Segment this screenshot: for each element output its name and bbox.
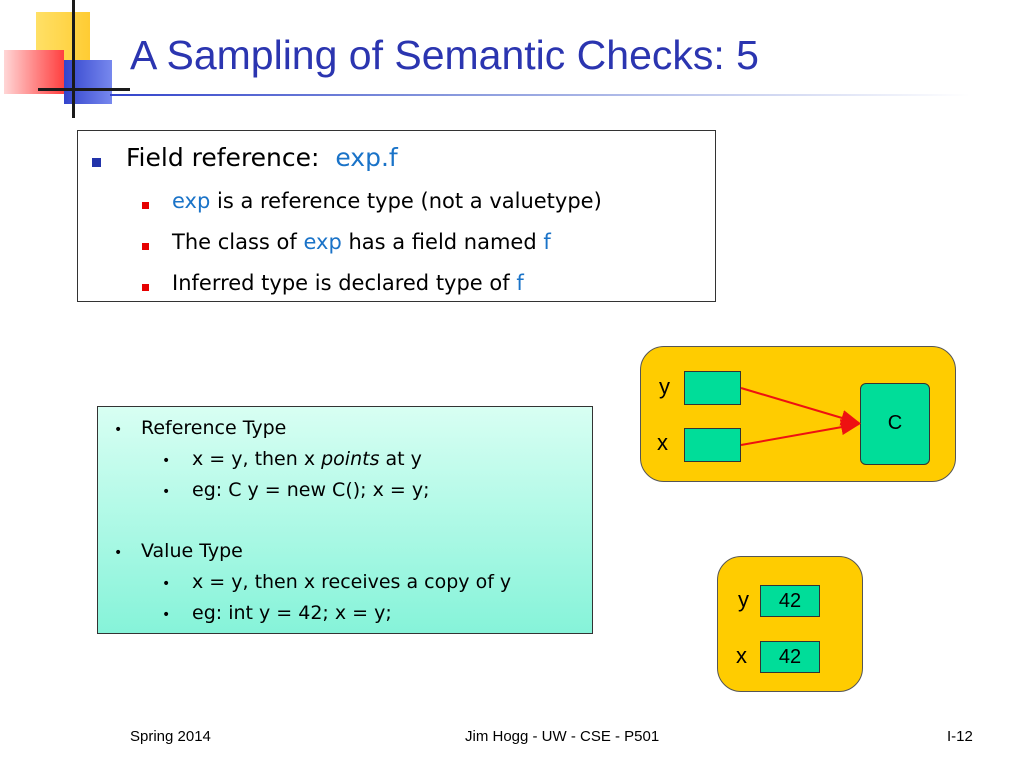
object-c: C <box>860 383 930 465</box>
red-square-bullet-icon <box>142 243 149 250</box>
arrow-x-to-c <box>740 419 861 446</box>
bullet-part: has a field named <box>341 230 544 254</box>
ref-cell-y <box>684 371 741 405</box>
heading-code: exp.f <box>335 143 398 172</box>
field-reference-box: Field reference: exp.f exp is a referenc… <box>77 130 716 302</box>
logo-red-block <box>4 50 64 94</box>
sub-bullet-2: The class of exp has a field named f <box>172 230 551 254</box>
text-part: at y <box>379 448 422 470</box>
logo-horizontal-line <box>38 88 130 91</box>
arrow-y-to-c <box>740 387 861 426</box>
reference-type-line-2: eg: C y = new C(); x = y; <box>192 479 430 501</box>
reference-type-line-1: x = y, then x points at y <box>192 448 422 470</box>
red-square-bullet-icon <box>142 202 149 209</box>
bullet-part: exp <box>303 230 342 254</box>
bullet-part: is a reference type (not a valuetype) <box>210 189 602 213</box>
val-label-y: y <box>738 587 749 612</box>
square-bullet-icon <box>92 158 101 167</box>
field-reference-heading: Field reference: exp.f <box>126 143 398 172</box>
bullet-dot-icon: • <box>114 422 123 438</box>
value-type-heading: Value Type <box>141 540 243 562</box>
bullet-dot-icon: • <box>162 453 171 469</box>
ref-cell-x <box>684 428 741 462</box>
reference-arrows <box>740 387 861 446</box>
ref-label-y: y <box>659 374 670 399</box>
value-diagram-panel: y x 42 42 <box>717 556 863 692</box>
bullet-part: The class of <box>172 230 304 254</box>
val-cell-y: 42 <box>760 585 820 617</box>
bullet-part: f <box>516 271 524 295</box>
reference-diagram-panel: y x C <box>640 346 956 482</box>
sub-bullet-1: exp is a reference type (not a valuetype… <box>172 189 602 213</box>
bullet-dot-icon: • <box>162 576 171 592</box>
val-label-x: x <box>736 643 747 668</box>
footer-center: Jim Hogg - UW - CSE - P501 <box>465 728 660 745</box>
text-part: x = y, then x <box>192 448 322 470</box>
text-part-emphasis: points <box>321 448 380 470</box>
bullet-part: f <box>543 230 551 254</box>
ref-label-x: x <box>657 430 668 455</box>
red-square-bullet-icon <box>142 284 149 291</box>
bullet-dot-icon: • <box>114 545 123 561</box>
reference-value-types-box: • Reference Type • x = y, then x points … <box>97 406 593 634</box>
bullet-dot-icon: • <box>162 484 171 500</box>
val-cell-x: 42 <box>760 641 820 673</box>
value-type-line-1: x = y, then x receives a copy of y <box>192 571 512 593</box>
bullet-dot-icon: • <box>162 607 171 623</box>
slide-title: A Sampling of Semantic Checks: 5 <box>130 32 759 78</box>
footer-right: I-12 <box>947 728 973 745</box>
sub-bullet-3: Inferred type is declared type of f <box>172 271 524 295</box>
bullet-part: Inferred type is declared type of <box>172 271 517 295</box>
value-type-line-2: eg: int y = 42; x = y; <box>192 602 392 624</box>
heading-label: Field reference: <box>126 143 320 172</box>
bullet-part: exp <box>172 189 211 213</box>
logo-vertical-line <box>72 0 75 118</box>
reference-type-heading: Reference Type <box>141 417 287 439</box>
footer-left: Spring 2014 <box>130 728 211 745</box>
title-underline <box>110 94 970 96</box>
